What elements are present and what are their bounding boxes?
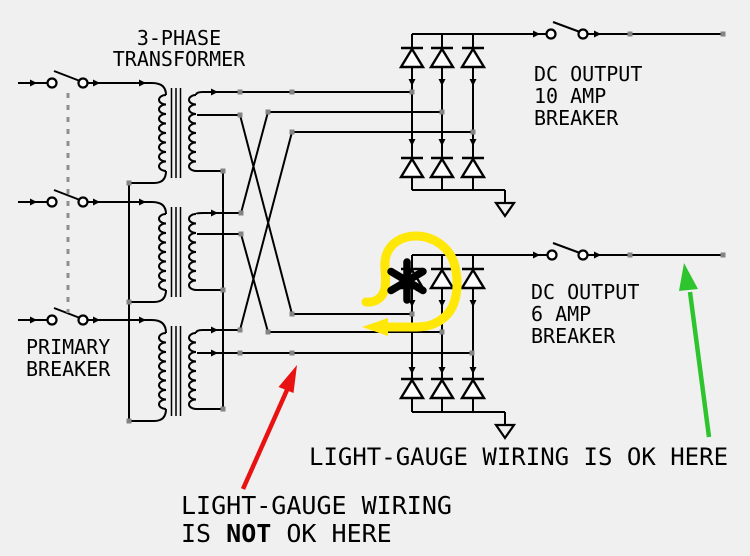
green-arrowhead [679, 263, 698, 291]
right-arrow-ticks [30, 30, 601, 357]
not-ok-is: IS [181, 519, 227, 548]
diode [459, 377, 487, 400]
primary-neutral-bus [128, 170, 167, 422]
dc-output-6a-line1: DC OUTPUT [531, 280, 640, 304]
diode [459, 46, 487, 69]
secondary-leads [195, 91, 472, 410]
crossing-wires [239, 111, 293, 333]
not-ok-note-line2: IS NOT OK HERE [181, 520, 392, 548]
yellow-highlight [361, 231, 462, 336]
transformer-cores [170, 88, 182, 416]
ground-symbols [493, 201, 517, 440]
diode [428, 377, 456, 400]
not-ok-rest: OK HERE [271, 519, 392, 548]
breaker-6a-contact [546, 249, 558, 261]
dc-output-10a-line2: 10 AMP [534, 84, 607, 108]
diode [398, 156, 426, 179]
primary-feed-wire-2 [18, 201, 167, 215]
primary-breaker-pole-2 [46, 196, 58, 208]
not-ok-not-word: NOT [226, 519, 272, 548]
not-ok-note-line1: LIGHT-GAUGE WIRING [181, 491, 452, 520]
dc-output-6a-line3: BREAKER [531, 324, 616, 348]
primary-breaker-label-line1: PRIMARY [26, 335, 111, 359]
secondary-coil-2 [188, 213, 197, 291]
dc-output-10a-line3: BREAKER [534, 106, 619, 130]
diode [428, 156, 456, 179]
primary-coil-1 [158, 94, 167, 172]
diode [459, 156, 487, 179]
dc-output-6a-label: DC OUTPUT 6 AMP BREAKER [531, 281, 639, 347]
junction-markers [126, 31, 726, 424]
diode [398, 377, 426, 400]
dc-output-10a-label: DC OUTPUT 10 AMP BREAKER [534, 63, 642, 129]
asterisk-marker [387, 258, 427, 304]
yellow-highlight-path [361, 231, 462, 332]
ok-here-note: LIGHT-GAUGE WIRING IS OK HERE [309, 443, 729, 471]
red-arrow [240, 365, 297, 490]
ground-icon [493, 423, 517, 440]
primary-breaker-pole-1 [46, 77, 58, 89]
bridge-feeds [268, 111, 473, 333]
primary-feed-wire-3 [18, 319, 167, 334]
diode [398, 46, 426, 69]
transformer-label-line1: 3-PHASE [136, 26, 222, 50]
diode [459, 267, 487, 290]
transformer-label-line2: TRANSFORMER [112, 47, 246, 71]
dc-output-10a-line1: DC OUTPUT [534, 62, 643, 86]
primary-breaker-label: PRIMARY BREAKER [26, 336, 110, 380]
diode [428, 46, 456, 69]
secondary-coil-3 [188, 332, 197, 410]
breaker-10a-contact [545, 28, 557, 40]
primary-coil-3 [158, 332, 167, 410]
red-arrowhead [278, 365, 297, 393]
breaker-contacts [46, 28, 589, 326]
primary-breaker-pole-3 [46, 314, 58, 326]
transformer-label: 3-PHASE TRANSFORMER [104, 28, 254, 70]
wires [18, 21, 723, 425]
ground-icon [493, 201, 517, 218]
primary-breaker-label-line2: BREAKER [26, 357, 111, 381]
secondary-coil-1 [188, 94, 197, 172]
primary-feed-wire-1 [18, 82, 167, 96]
primary-coil-2 [158, 213, 167, 291]
green-arrow [679, 263, 712, 438]
yellow-arrowhead [362, 318, 388, 336]
diode [428, 267, 456, 290]
dc-output-6a-line2: 6 AMP [531, 302, 592, 326]
